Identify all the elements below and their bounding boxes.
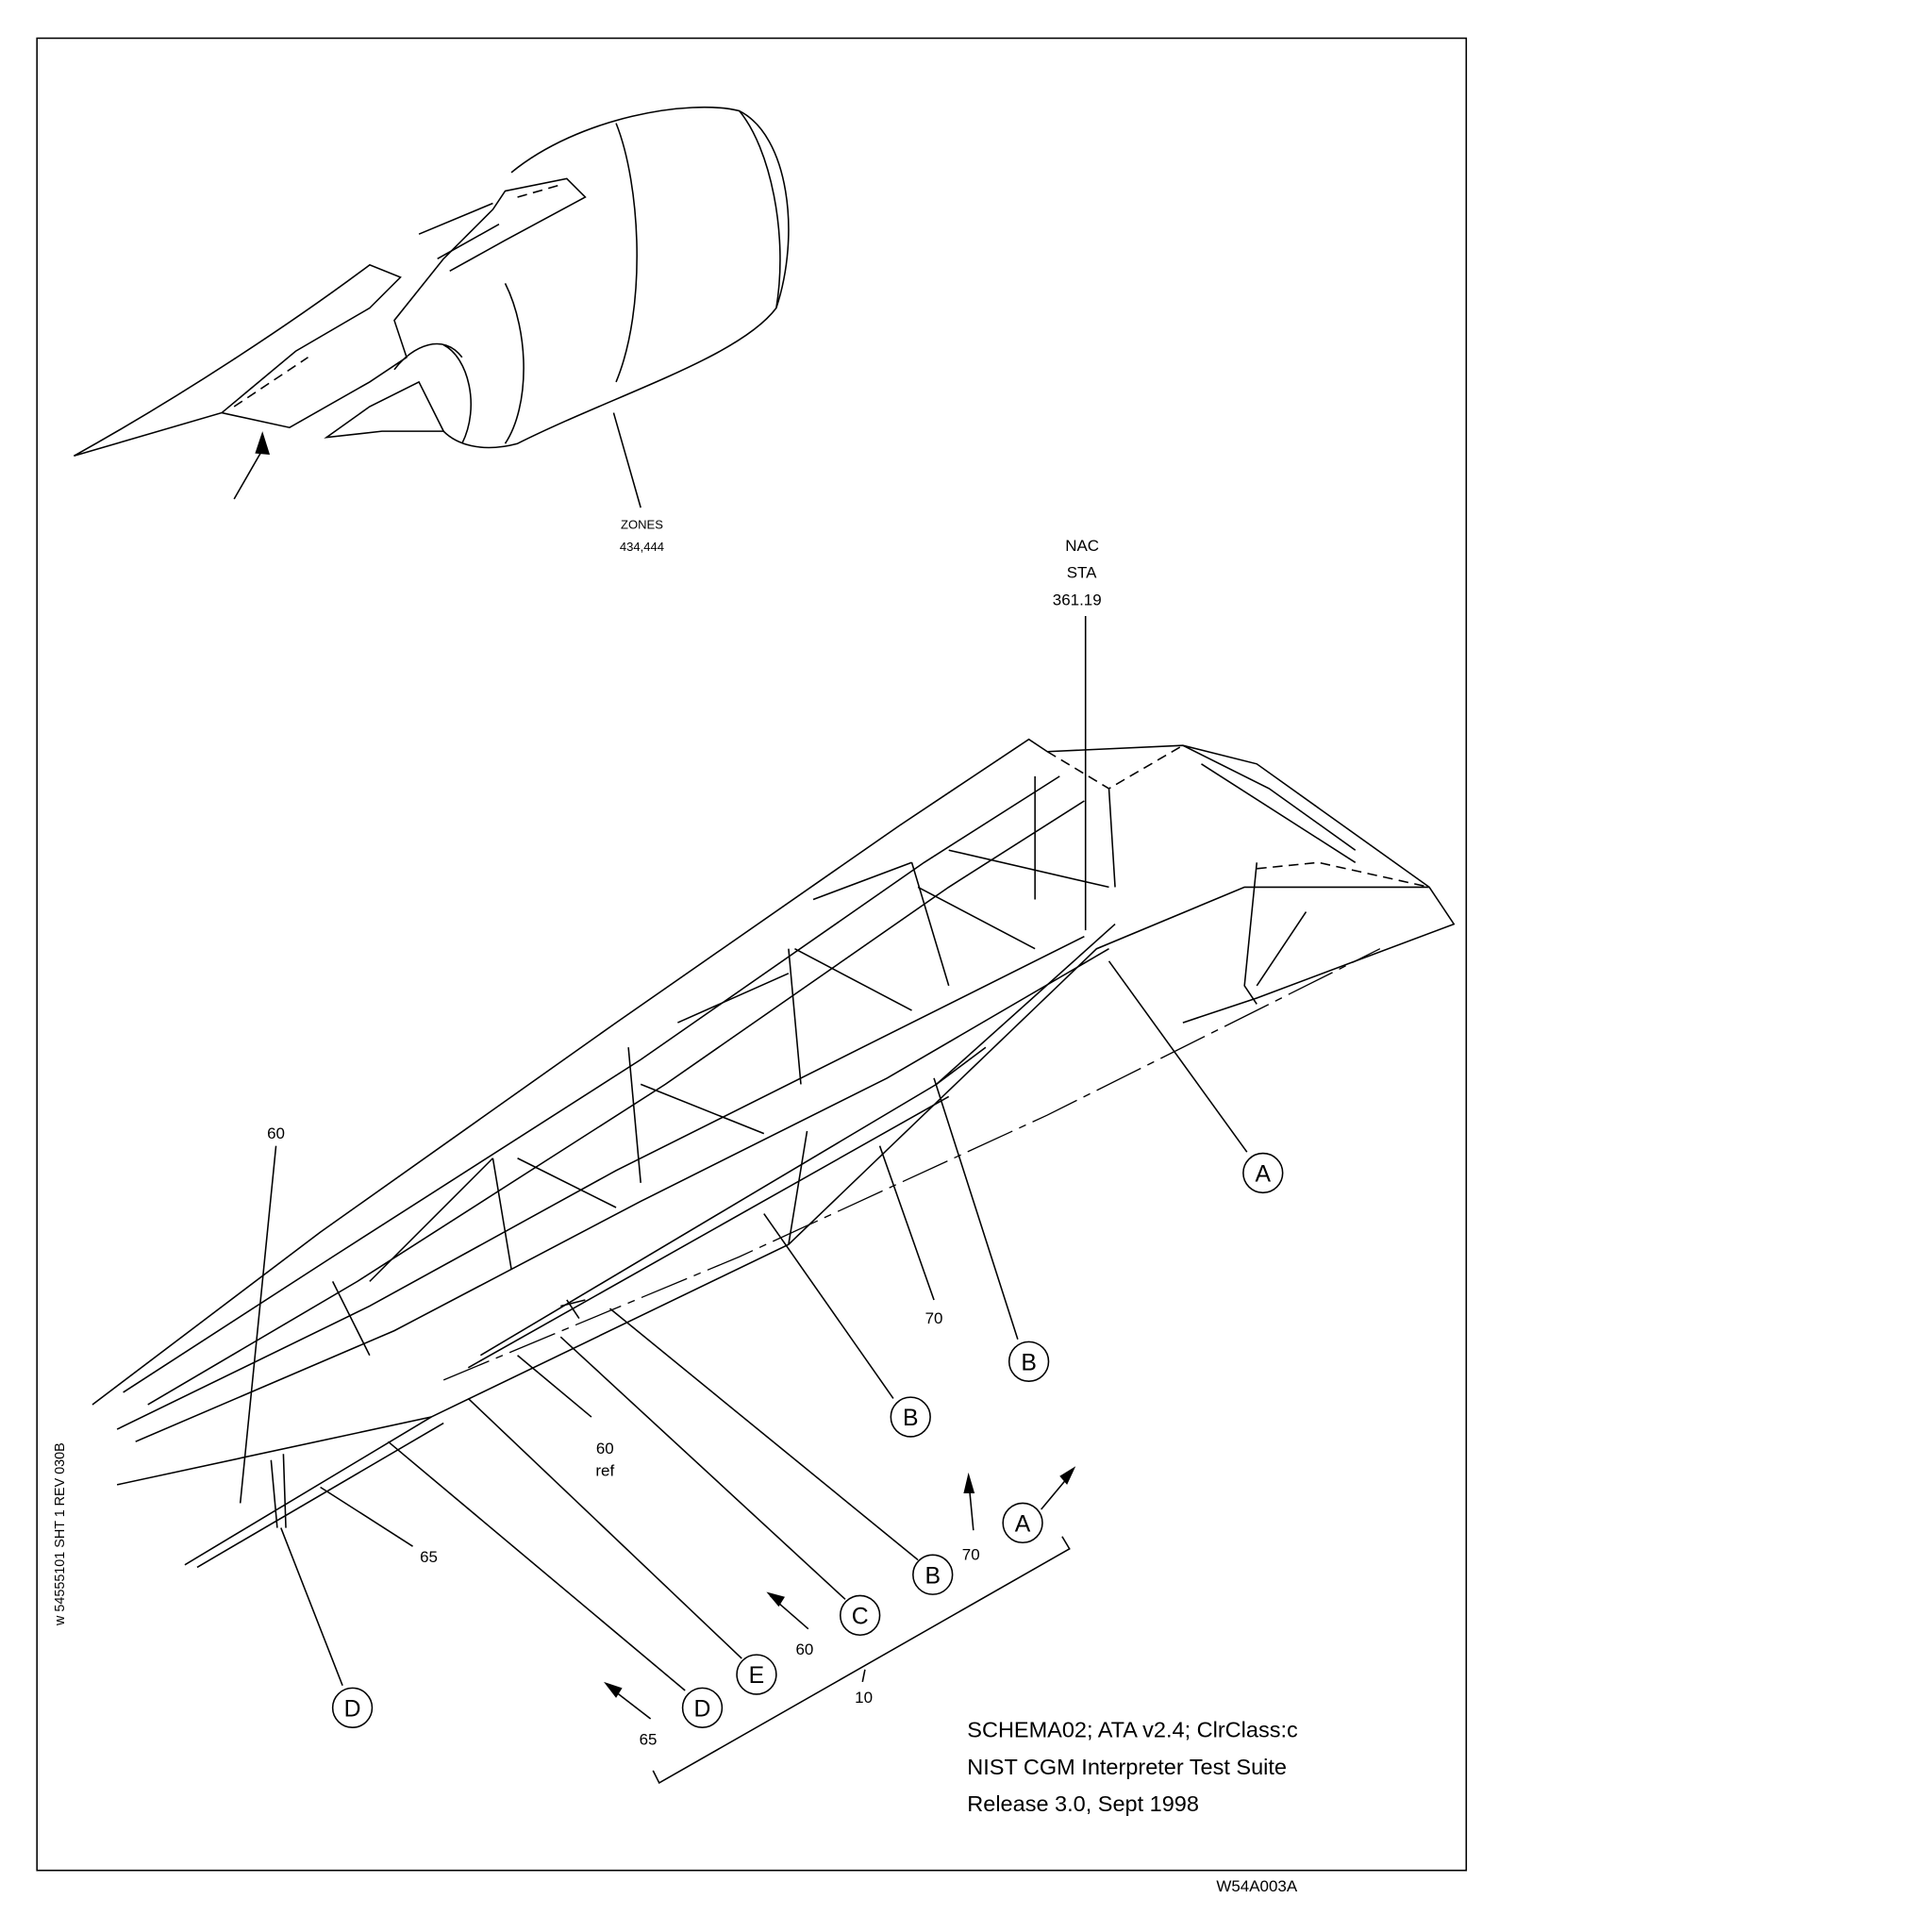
- label-65-left: 65: [420, 1548, 438, 1566]
- callout-b2: B: [890, 1396, 931, 1438]
- svg-text:D: D: [344, 1696, 361, 1722]
- footer-line-3: Release 3.0, Sept 1998: [967, 1791, 1199, 1816]
- engine-nacelle-view: [73, 106, 790, 508]
- label-70-mid: 70: [925, 1309, 943, 1327]
- callout-e: E: [736, 1654, 777, 1695]
- arrow-icon: [766, 1591, 785, 1607]
- callout-a1: A: [1242, 1152, 1284, 1194]
- footer-line-2: NIST CGM Interpreter Test Suite: [967, 1755, 1287, 1779]
- nacelle-support-structure: [92, 738, 1456, 1569]
- callout-d1: D: [681, 1687, 724, 1728]
- zones-leader: [612, 412, 641, 508]
- svg-text:B: B: [903, 1406, 919, 1431]
- label-10: 10: [855, 1689, 873, 1707]
- callout-c: C: [839, 1594, 881, 1637]
- drawing-frame: [36, 37, 1468, 1872]
- callout-a2: A: [1002, 1502, 1043, 1544]
- arrow-icon: [604, 1681, 623, 1698]
- svg-text:A: A: [1015, 1512, 1031, 1538]
- label-60-top: 60: [267, 1124, 285, 1142]
- arrow-icon: [1059, 1466, 1076, 1485]
- callout-b3: B: [912, 1554, 954, 1595]
- label-60-ref-value: 60: [596, 1440, 614, 1457]
- svg-text:D: D: [694, 1696, 711, 1722]
- label-70-view: 70: [962, 1546, 980, 1564]
- zones-value: 434,444: [620, 540, 664, 554]
- sheet-revision-note: w 54555101 SHT 1 REV 030B: [53, 1442, 68, 1626]
- zones-title: ZONES: [621, 517, 663, 531]
- label-60-ref-suffix: ref: [595, 1462, 614, 1480]
- arrow-icon: [963, 1472, 975, 1494]
- footer-line-1: SCHEMA02; ATA v2.4; ClrClass:c: [967, 1718, 1298, 1742]
- nac-label: NAC: [1065, 537, 1099, 555]
- label-65-view: 65: [640, 1730, 658, 1748]
- svg-text:E: E: [749, 1663, 765, 1689]
- svg-text:A: A: [1256, 1162, 1272, 1188]
- station-value: 361.19: [1053, 591, 1102, 608]
- drawing-id: W54A003A: [1216, 1877, 1298, 1895]
- callout-b1: B: [1008, 1341, 1050, 1382]
- view-arrow-icon: [255, 431, 271, 455]
- callout-d2: D: [331, 1687, 374, 1728]
- svg-text:B: B: [1021, 1350, 1037, 1375]
- svg-text:C: C: [852, 1604, 869, 1629]
- view-arrows: [604, 1466, 1076, 1698]
- svg-text:B: B: [924, 1563, 941, 1589]
- label-60-view: 60: [795, 1641, 813, 1658]
- sta-label: STA: [1067, 564, 1097, 582]
- leader-lines: [239, 960, 1248, 1785]
